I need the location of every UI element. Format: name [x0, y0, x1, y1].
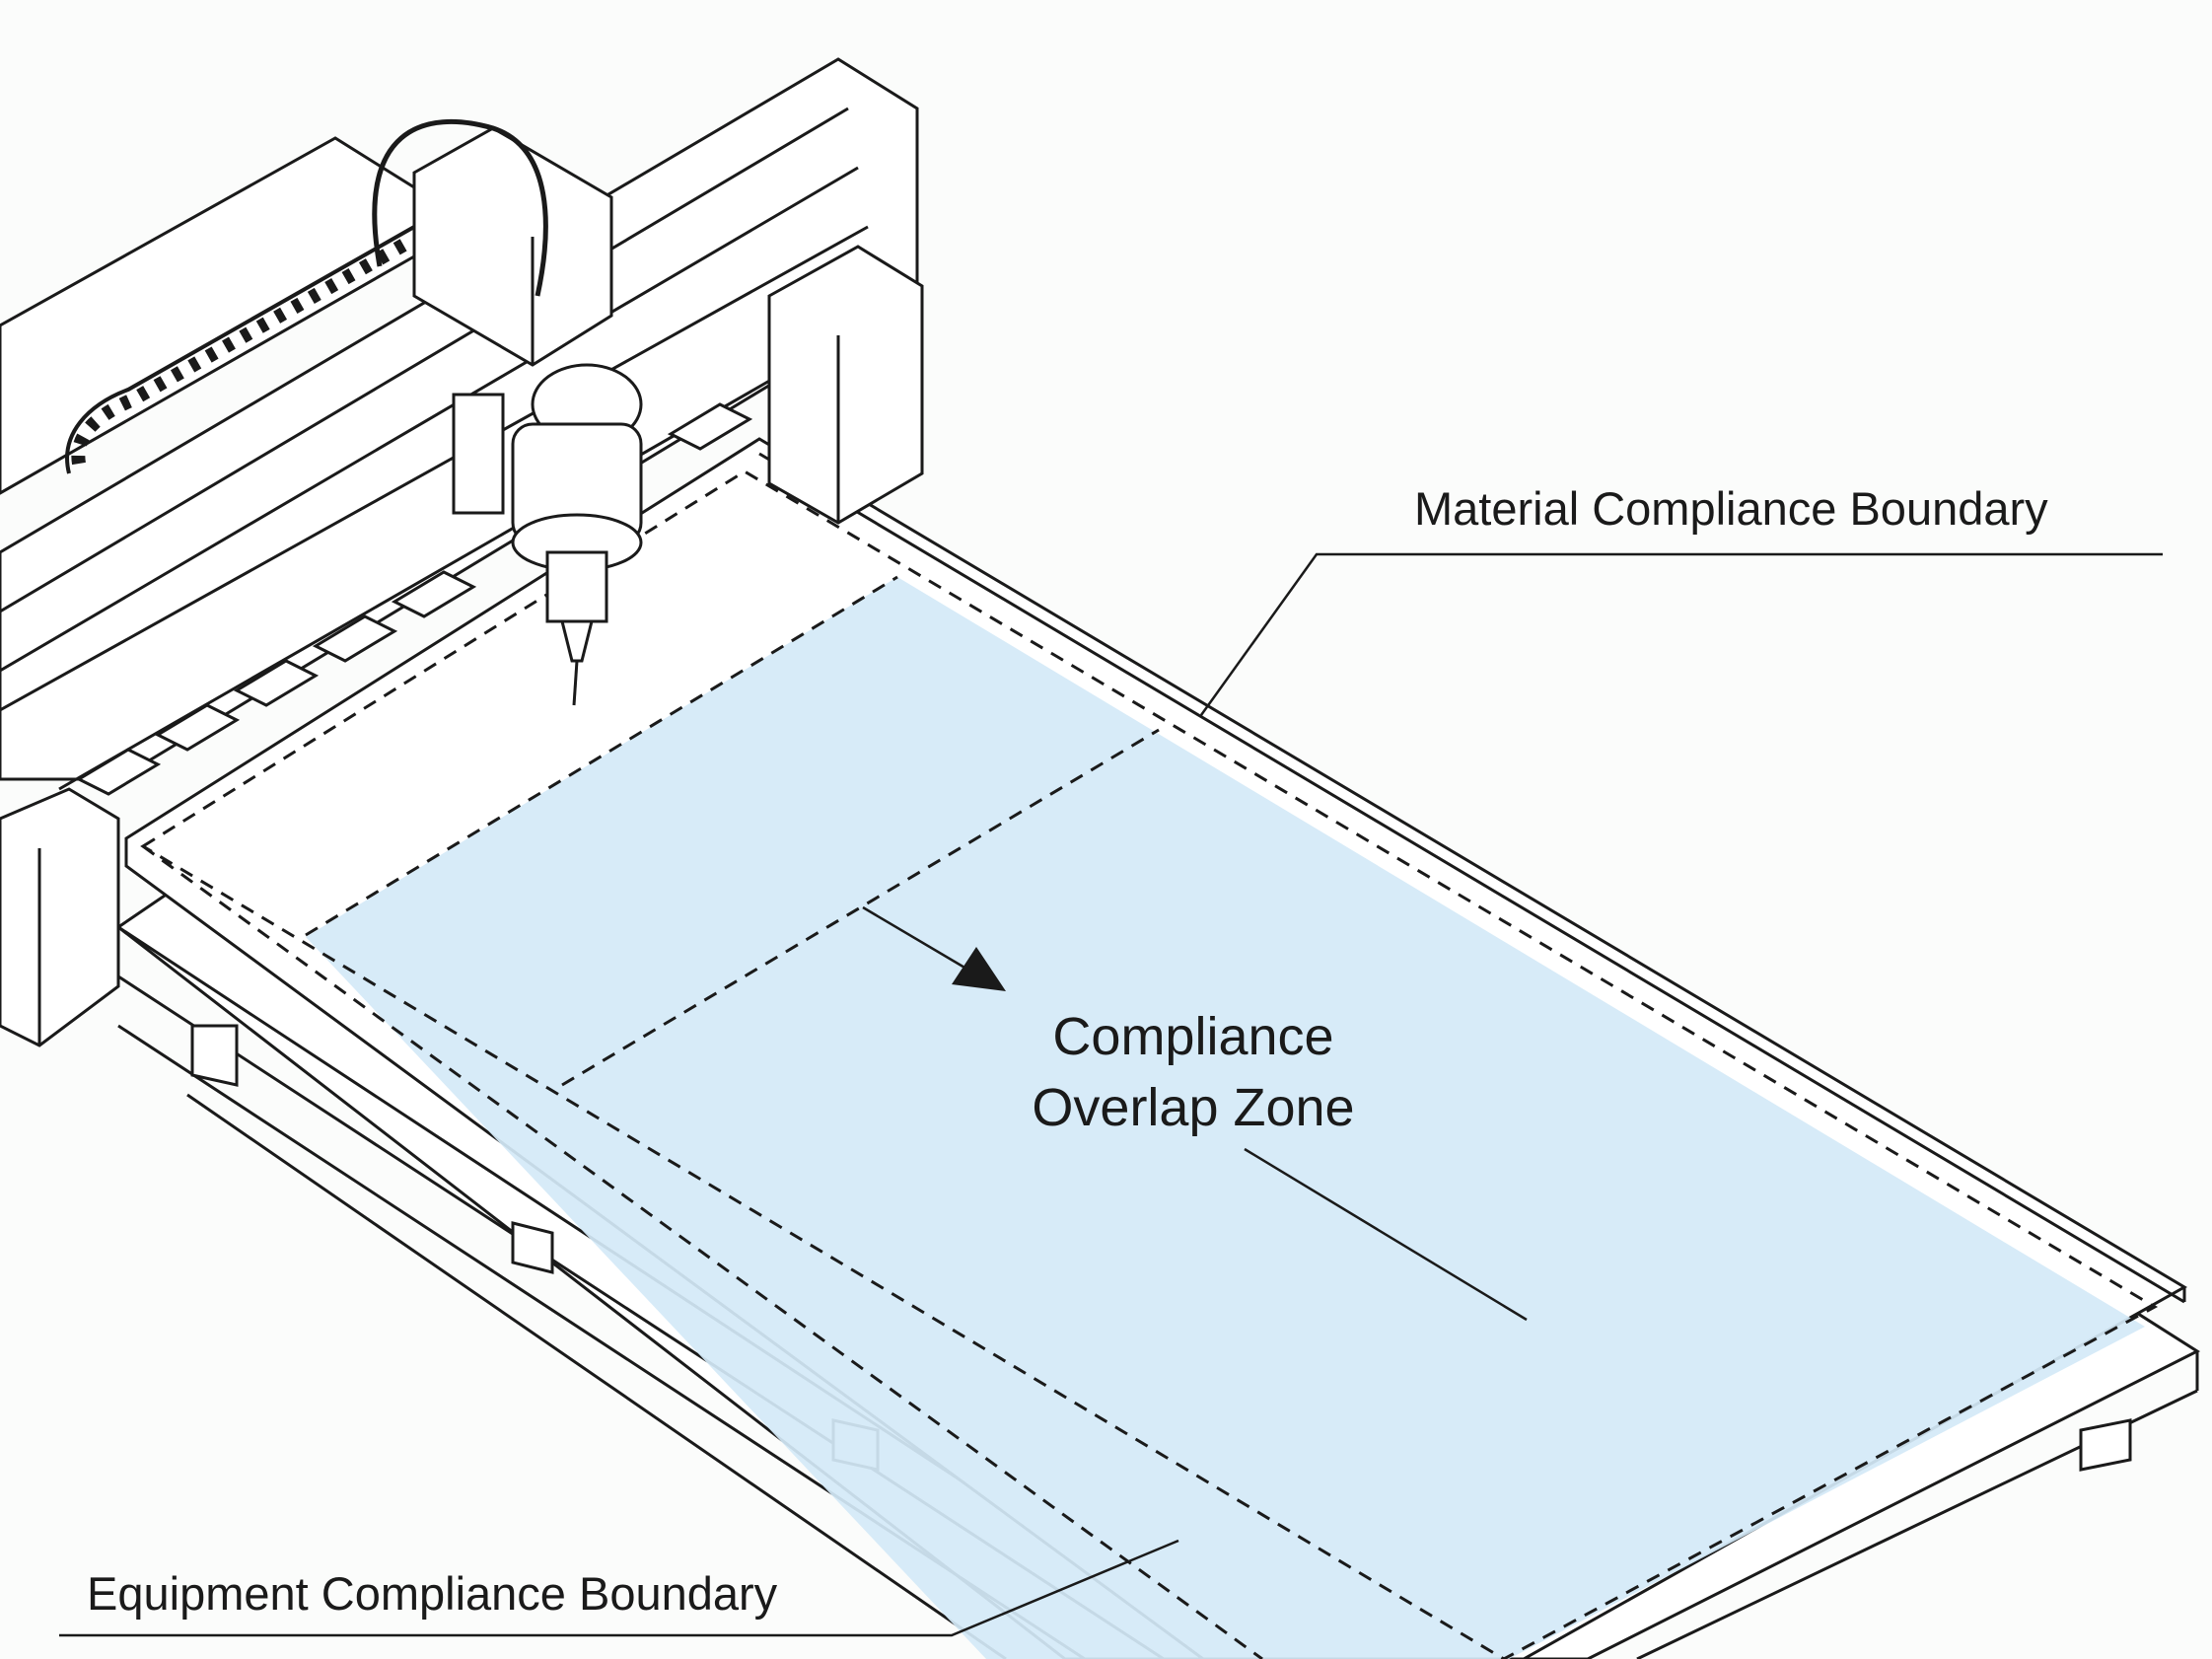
direction-arrow-head: [952, 947, 1006, 991]
overlap-zone-inner-edge: [561, 728, 1160, 1087]
support-slats: [75, 402, 753, 796]
spindle-tool: [560, 619, 594, 663]
gantry-right-column: [767, 245, 924, 525]
cutting-bit: [572, 660, 579, 706]
equipment-compliance-boundary-dashed: [142, 844, 1263, 1659]
compliance-overlap-zone-label: Compliance Overlap Zone: [986, 1001, 1400, 1143]
gantry-beam-edge-2: [0, 166, 859, 673]
overlap-zone-label-line1: Compliance: [1052, 1007, 1334, 1066]
bed-foot: [511, 1221, 554, 1274]
bed-foot: [2079, 1418, 2132, 1472]
bed-foot: [190, 1024, 239, 1087]
gantry-beam-edge-1: [0, 107, 849, 613]
air-hose: [372, 119, 548, 297]
equipment-compliance-boundary-label: Equipment Compliance Boundary: [87, 1567, 778, 1620]
side-sensor: [452, 393, 505, 515]
overlap-zone-top-edge: [305, 575, 898, 937]
material-sheet: [124, 437, 2187, 1659]
sheet-edge-thickness: [758, 452, 2185, 1304]
spindle-holder: [545, 550, 608, 623]
cable-carrier-links: [71, 235, 413, 466]
gantry: [0, 57, 924, 1047]
bed-rail-front-4: [186, 1093, 1007, 1659]
material-compliance-boundary-label: Material Compliance Boundary: [1414, 482, 2048, 535]
gantry-left-column: [0, 787, 120, 1047]
material-compliance-boundary-dashed: [140, 469, 2159, 1659]
material-boundary-leader: [1199, 552, 2163, 716]
cable-carrier: [65, 225, 415, 474]
overlap-zone-label-line2: Overlap Zone: [1032, 1078, 1355, 1137]
overlap-zone-fill: [306, 577, 2145, 1659]
annotations: [59, 552, 2163, 1637]
equipment-boundary-leader: [59, 1539, 1179, 1637]
direction-arrow-shaft: [862, 905, 972, 974]
gantry-beam-edge-3: [0, 225, 869, 712]
overlap-zone-leader: [1244, 1147, 1528, 1322]
